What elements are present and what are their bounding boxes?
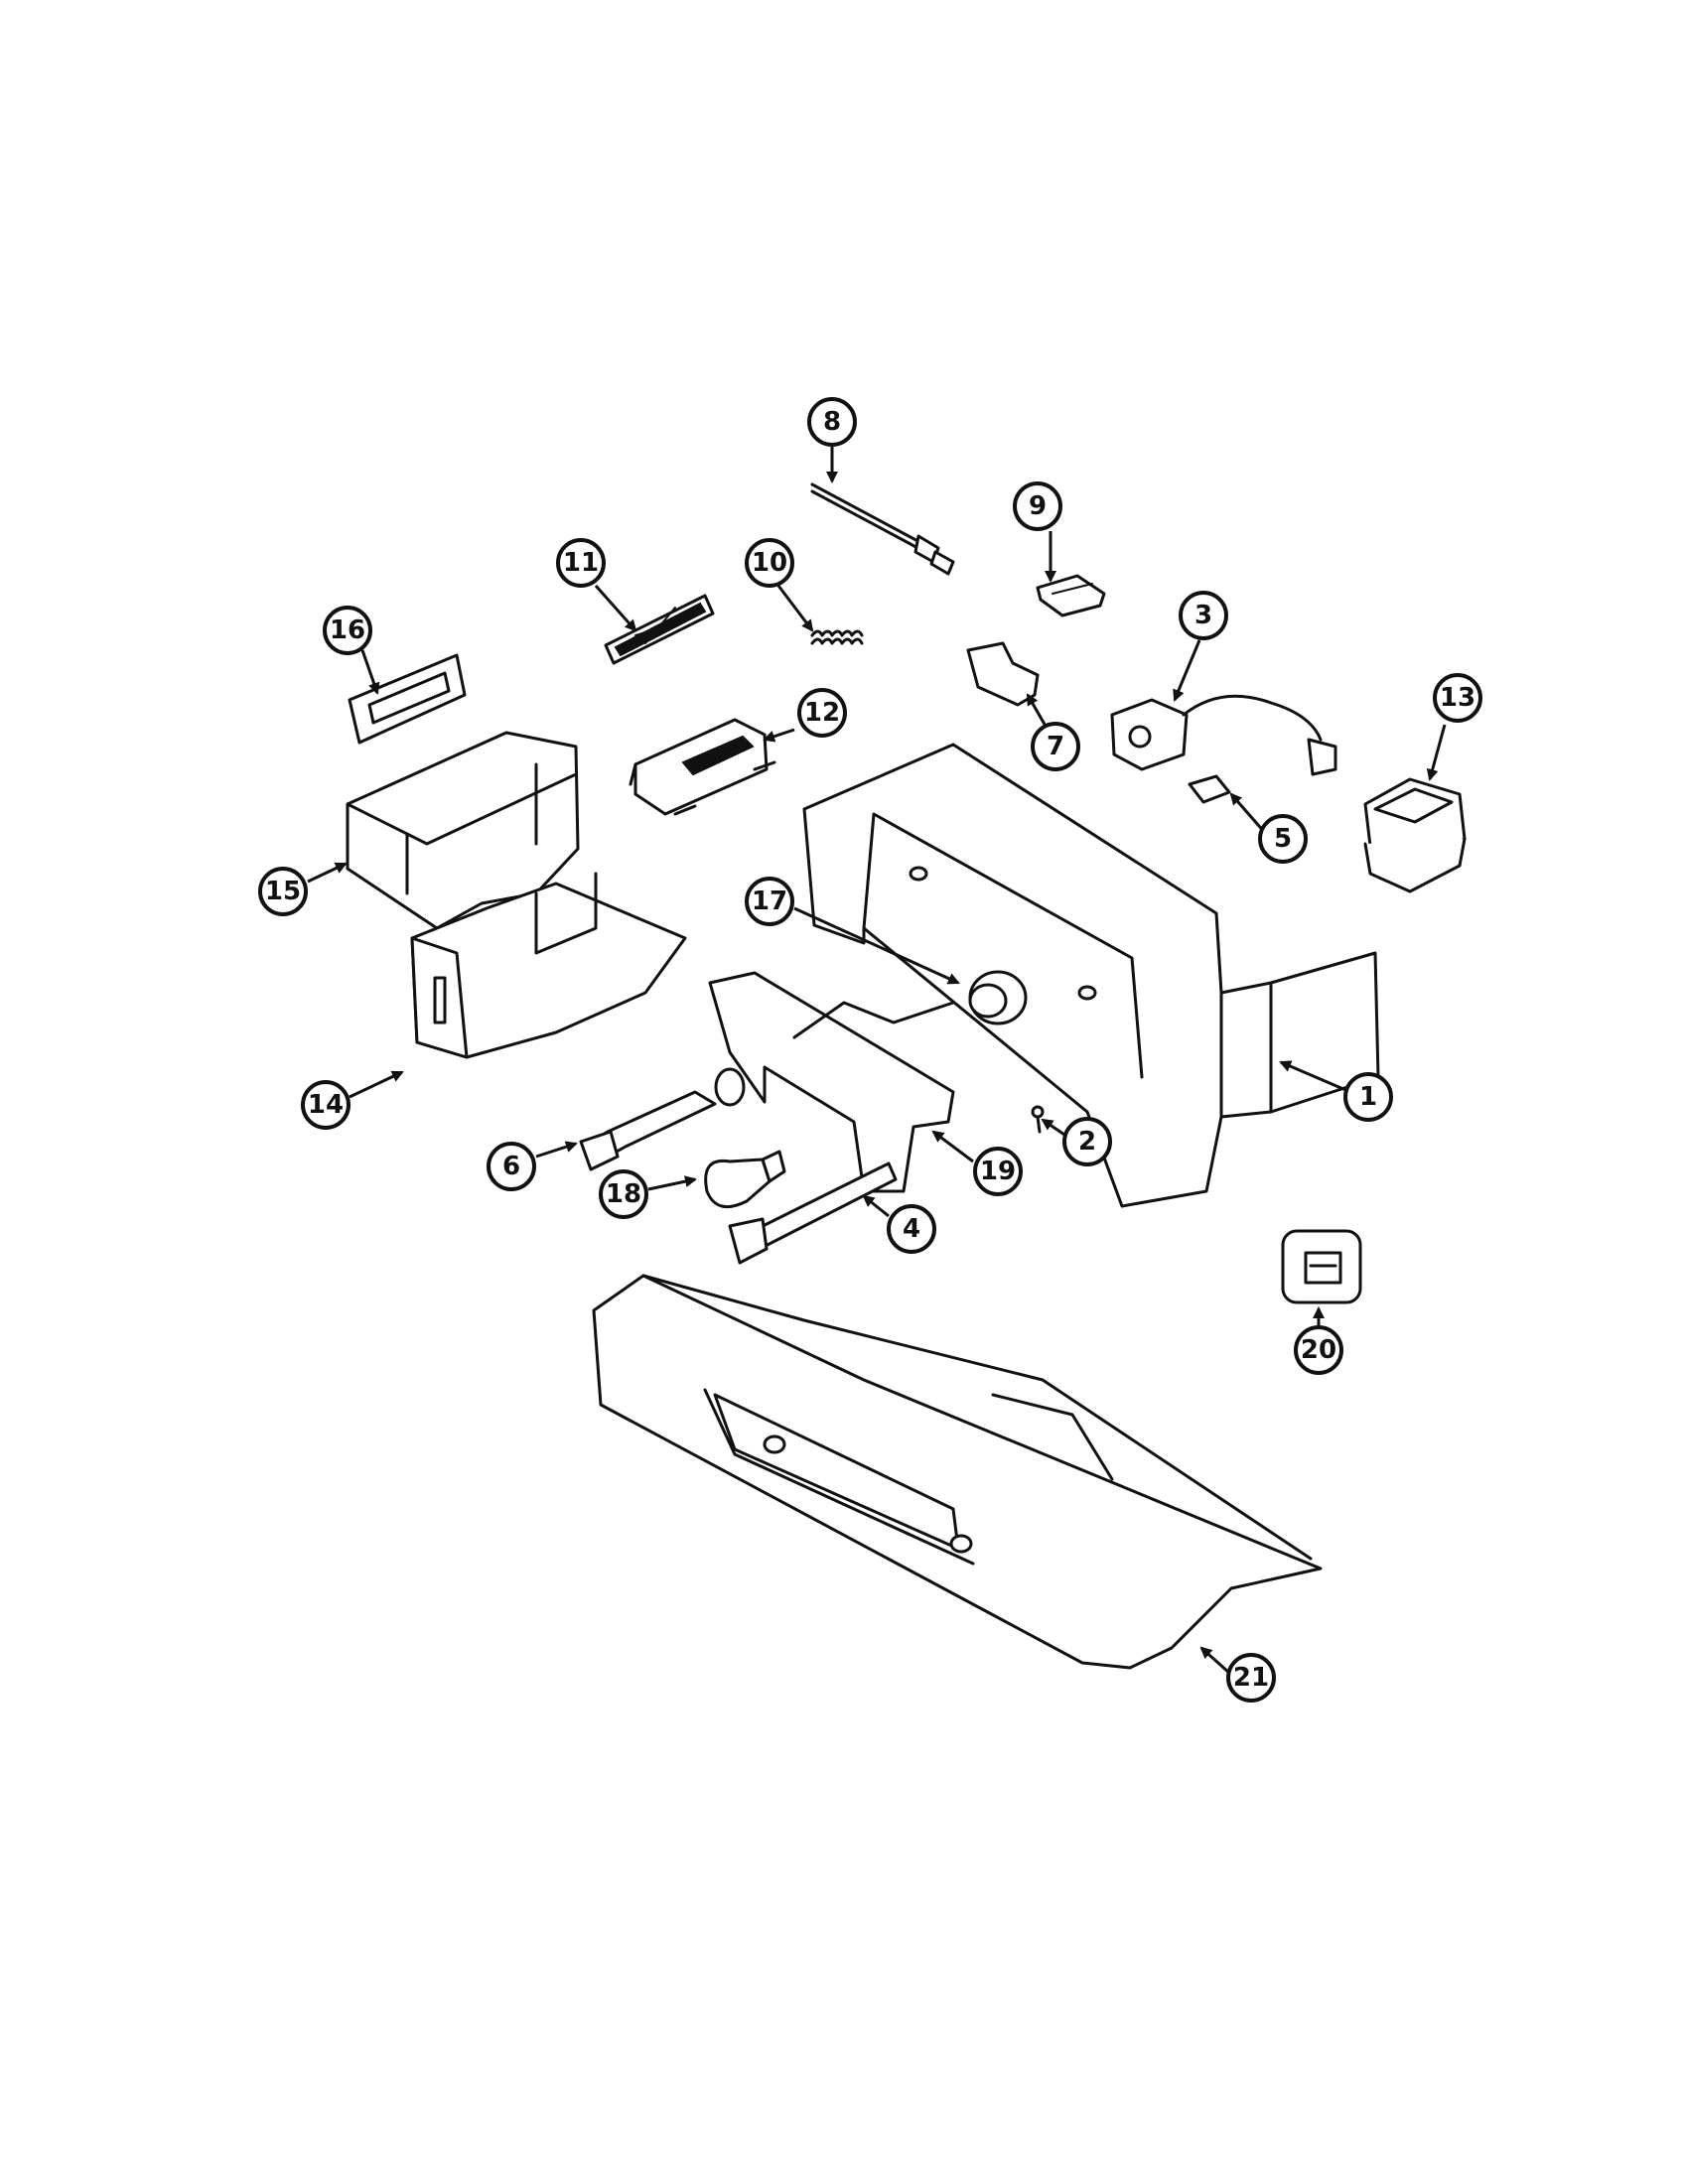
part-18-bulb [704,1150,786,1209]
callout-14: 14 [301,1080,351,1130]
part-6-shaft [579,1067,746,1171]
svg-text:19: 19 [980,1157,1016,1186]
part-8-rod [810,482,955,576]
callout-2: 2 [1062,1117,1112,1166]
callout-7: 7 [1031,722,1080,771]
svg-text:5: 5 [1274,824,1292,854]
part-17-knob [968,970,1028,1025]
svg-text:16: 16 [330,615,365,645]
svg-text:3: 3 [1194,601,1212,630]
svg-text:10: 10 [752,548,787,578]
part-10-spring [810,629,864,645]
svg-text:4: 4 [903,1214,920,1244]
callout-11: 11 [556,538,606,588]
svg-text:17: 17 [752,887,787,916]
svg-text:15: 15 [265,877,301,906]
callout-10: 10 [745,538,794,588]
leader-lines [307,447,1447,1675]
callout-19: 19 [973,1147,1023,1196]
callout-16: 16 [323,606,372,655]
svg-text:21: 21 [1233,1663,1269,1693]
svg-text:7: 7 [1047,732,1064,761]
svg-text:8: 8 [823,407,841,437]
callout-20: 20 [1294,1325,1343,1375]
callout-18: 18 [599,1169,648,1219]
svg-text:6: 6 [502,1152,520,1181]
callout-5: 5 [1258,814,1308,864]
callout-15: 15 [258,867,308,916]
part-21-base [592,1274,1323,1670]
part-2-screw [1031,1105,1045,1134]
part-1-housing-box [802,743,1380,1208]
part-4-shaft [728,1161,898,1265]
svg-text:1: 1 [1359,1082,1377,1112]
svg-text:12: 12 [804,698,840,728]
part-19-plate [708,971,955,1193]
callout-17: 17 [745,877,794,926]
callout-21: 21 [1226,1653,1276,1703]
part-12-holder [629,718,776,816]
svg-text:9: 9 [1029,491,1047,521]
part-9-bracket [1036,574,1106,617]
part-20-switch [1281,1229,1362,1304]
callout-1: 1 [1343,1072,1393,1122]
callout-9: 9 [1013,481,1062,531]
callout-13: 13 [1433,673,1482,723]
svg-text:11: 11 [563,548,599,578]
part-13-motor [1363,777,1467,893]
svg-text:20: 20 [1301,1335,1336,1365]
callout-4: 4 [887,1204,936,1254]
part-5-clip [1188,774,1231,804]
svg-text:13: 13 [1440,683,1475,713]
svg-text:18: 18 [606,1179,641,1209]
svg-text:14: 14 [308,1090,344,1120]
part-14-bucket [410,872,687,1059]
callout-6: 6 [487,1142,536,1191]
part-11-grille [604,594,715,665]
callout-12: 12 [797,688,847,738]
part-16-frame [348,653,467,745]
part-3-thermostat [1110,694,1337,776]
callout-3: 3 [1179,591,1228,640]
callout-8: 8 [807,397,857,447]
part-7-strip [966,641,1040,707]
svg-text:2: 2 [1078,1127,1096,1157]
